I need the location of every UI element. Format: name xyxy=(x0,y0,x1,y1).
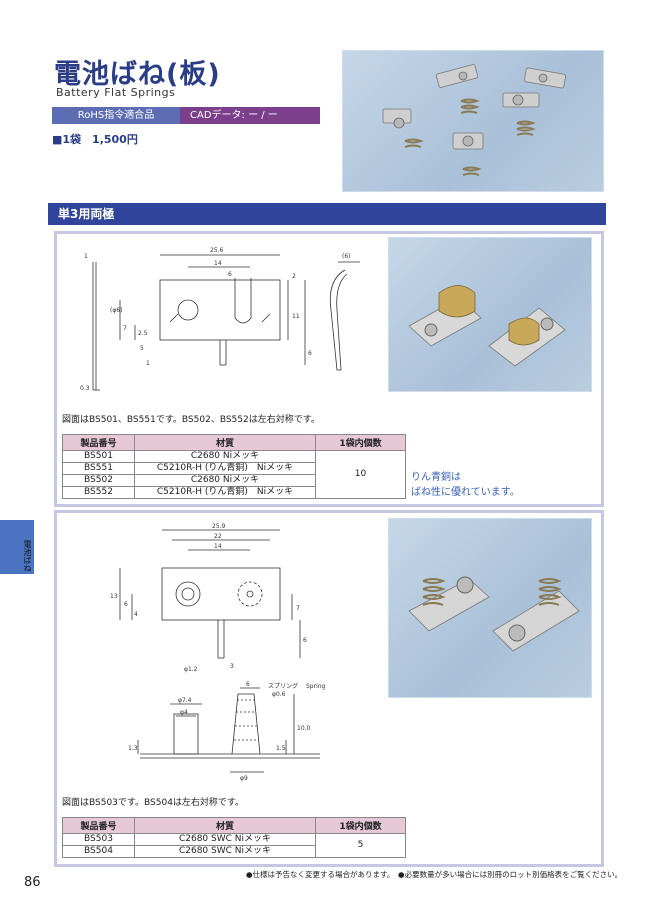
dim-label: φ9 xyxy=(240,775,248,782)
footer-note: ●仕様は予告なく変更する場合があります。 ●必要数量が多い場合には別冊のロット別… xyxy=(246,870,623,879)
product-code: BS551 xyxy=(62,462,135,475)
material: C5210R-H (りん青銅) Niメッキ xyxy=(134,462,316,475)
dim-label: 14 xyxy=(214,260,222,267)
page-subtitle: Battery Flat Springs xyxy=(56,86,176,99)
material: C5210R-H (りん青銅) Niメッキ xyxy=(134,486,316,499)
product-code: BS501 xyxy=(62,450,135,463)
sidebar-label: 電池ばね xyxy=(23,540,32,572)
dim-label: 11 xyxy=(292,313,300,320)
drawing-caption-2: 図面はBS503です。BS504は左右対称です。 xyxy=(62,798,245,808)
dim-label: 22 xyxy=(214,533,222,540)
sidebar-tab xyxy=(0,520,34,574)
dim-label: 4 xyxy=(134,611,138,618)
column-header: 製品番号 xyxy=(62,434,135,451)
product-code: BS502 xyxy=(62,474,135,487)
dim-label: 1 xyxy=(146,360,150,367)
dim-label: 2 xyxy=(292,273,296,280)
column-header: 製品番号 xyxy=(62,817,135,834)
quantity: 5 xyxy=(315,833,406,858)
note-line: ばね性に優れています。 xyxy=(411,487,520,498)
dim-label: Spring xyxy=(306,683,326,690)
dim-label: 6 xyxy=(228,271,232,278)
product-code: BS552 xyxy=(62,486,135,499)
product-photo-2 xyxy=(388,518,592,698)
section-title: 単3用両極 xyxy=(48,203,606,225)
dim-label: 25.9 xyxy=(212,523,226,530)
dim-label: 25.6 xyxy=(210,247,224,254)
technical-drawing-1: 1 25.6 14 6 2 (6) (φ6) 7 2.5 5 11 6 1 0.… xyxy=(60,240,380,404)
dim-label: 7 xyxy=(123,325,127,332)
spec-table-1: 製品番号 材質 1袋内個数 BS501 C2680 Niメッキ 10 BS551… xyxy=(62,434,406,499)
product-photo-top xyxy=(342,50,604,192)
dim-label: φ0.6 xyxy=(272,691,286,698)
page-title: 電池ばね(板) xyxy=(54,59,221,90)
dim-label: φ4 xyxy=(180,709,188,716)
dim-label: 3 xyxy=(230,663,234,670)
cad-badge: CADデータ: ー / ー xyxy=(180,107,320,124)
price-label: ■1袋 1,500円 xyxy=(52,133,138,146)
dim-label: φ7.4 xyxy=(178,697,192,704)
dim-label: 5 xyxy=(140,345,144,352)
technical-drawing-2: 25.9 22 14 13 6 4 7 6 φ1.2 3 6 スプリング Spr… xyxy=(100,518,340,790)
table-row: BS503 C2680 SWC Niメッキ 5 xyxy=(62,833,406,858)
material: C2680 SWC Niメッキ xyxy=(134,845,316,858)
dim-label: 1.5 xyxy=(276,745,286,752)
dim-label: 6 xyxy=(303,637,307,644)
column-header: 1袋内個数 xyxy=(315,434,406,451)
spec-table-2: 製品番号 材質 1袋内個数 BS503 C2680 SWC Niメッキ 5 BS… xyxy=(62,817,406,858)
dim-label: 6 xyxy=(246,681,250,688)
page-number: 86 xyxy=(24,875,41,890)
dim-label: 0.3 xyxy=(80,385,90,392)
product-code: BS504 xyxy=(62,845,135,858)
drawing-caption-1: 図面はBS501、BS551です。BS502、BS552は左右対称です。 xyxy=(62,415,320,425)
dim-label: スプリング xyxy=(268,682,298,690)
product-code: BS503 xyxy=(62,833,135,846)
dim-label: 7 xyxy=(296,605,300,612)
table-row: BS501 C2680 Niメッキ 10 xyxy=(62,450,406,499)
phosphor-bronze-note: りん青銅は ばね性に優れています。 xyxy=(411,470,520,500)
product-photo-1 xyxy=(388,237,592,392)
material: C2680 Niメッキ xyxy=(134,450,316,463)
dim-label: 1.3 xyxy=(128,745,138,752)
dim-label: 13 xyxy=(110,593,118,600)
dim-label: 6 xyxy=(124,601,128,608)
dim-label: 6 xyxy=(308,350,312,357)
table-row: BS551 C5210R-H (りん青銅) Niメッキ xyxy=(62,462,406,475)
dim-label: (6) xyxy=(342,253,351,260)
dim-label: 2.5 xyxy=(138,330,148,337)
table-row: BS502 C2680 Niメッキ xyxy=(62,474,406,487)
dim-label: (φ6) xyxy=(110,307,122,314)
dim-label: 1 xyxy=(84,253,88,260)
table-row: BS552 C5210R-H (りん青銅) Niメッキ xyxy=(62,486,406,499)
dim-label: 10.0 xyxy=(297,725,311,732)
dim-label: φ1.2 xyxy=(184,666,198,673)
rohs-badge: RoHS指令適合品 xyxy=(52,107,180,124)
column-header: 1袋内個数 xyxy=(315,817,406,834)
note-line: りん青銅は xyxy=(411,472,461,483)
quantity: 10 xyxy=(315,450,406,499)
material: C2680 Niメッキ xyxy=(134,474,316,487)
material: C2680 SWC Niメッキ xyxy=(134,833,316,846)
table-header-row: 製品番号 材質 1袋内個数 xyxy=(62,817,406,834)
column-header: 材質 xyxy=(134,817,316,834)
table-row: BS504 C2680 SWC Niメッキ xyxy=(62,845,406,858)
column-header: 材質 xyxy=(134,434,316,451)
dim-label: 14 xyxy=(214,543,222,550)
table-header-row: 製品番号 材質 1袋内個数 xyxy=(62,434,406,451)
